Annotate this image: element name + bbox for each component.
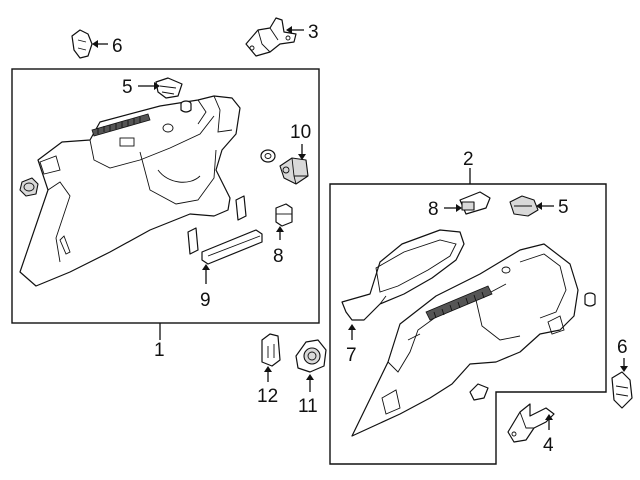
arrow-5-left [154,82,160,90]
callout-5-right: 5 [558,197,569,218]
arrow-6-top [92,40,98,48]
clip-5-right [509,195,539,217]
cover-cap-12 [261,333,281,367]
clip-8-left [275,203,293,227]
right-assembly-box [329,183,607,465]
callout-8-left: 8 [273,246,284,267]
callout-3: 3 [308,22,319,43]
callout-10: 10 [290,122,311,143]
clip-6-top [71,29,93,59]
callout-5-left: 5 [122,77,133,98]
retainer-strip-9 [187,195,263,265]
right-quarter-trim-panel [351,243,579,437]
callout-6-right: 6 [617,337,628,358]
callout-8-right: 8 [428,199,439,220]
small-grommet-right [584,292,596,307]
arrow-8-right [456,204,462,212]
arrow-7 [348,324,356,330]
callout-2: 2 [463,149,474,170]
callout-7: 7 [346,345,357,366]
left-assembly-box [11,68,320,324]
bracket-4 [507,403,555,443]
callout-6-top: 6 [112,36,123,57]
bottom-panel-clip [469,383,489,401]
speaker-11 [295,339,327,373]
left-panel-clip [19,177,39,197]
clip-6-right [611,371,633,409]
callout-11: 11 [298,396,318,417]
callout-9: 9 [200,290,211,311]
arrow-6-right [620,366,628,372]
small-grommet-top [180,100,192,113]
arrow-4 [545,414,553,420]
callout-1: 1 [154,340,165,361]
arrow-5-right [536,202,542,210]
arrow-12 [264,366,272,372]
arrow-3 [286,26,292,34]
clip-8-right [459,191,491,215]
arrow-10 [298,154,306,160]
arrow-8-left [276,226,284,232]
bracket-3 [245,17,297,57]
arrow-9 [202,264,210,270]
callout-12: 12 [257,386,278,407]
arrow-11 [306,374,314,380]
trim-plug-10 [260,149,309,185]
callout-4: 4 [543,435,554,456]
clip-5-left [155,77,183,99]
left-quarter-trim-panel [19,95,241,287]
upper-trim-cover-7 [341,229,465,321]
